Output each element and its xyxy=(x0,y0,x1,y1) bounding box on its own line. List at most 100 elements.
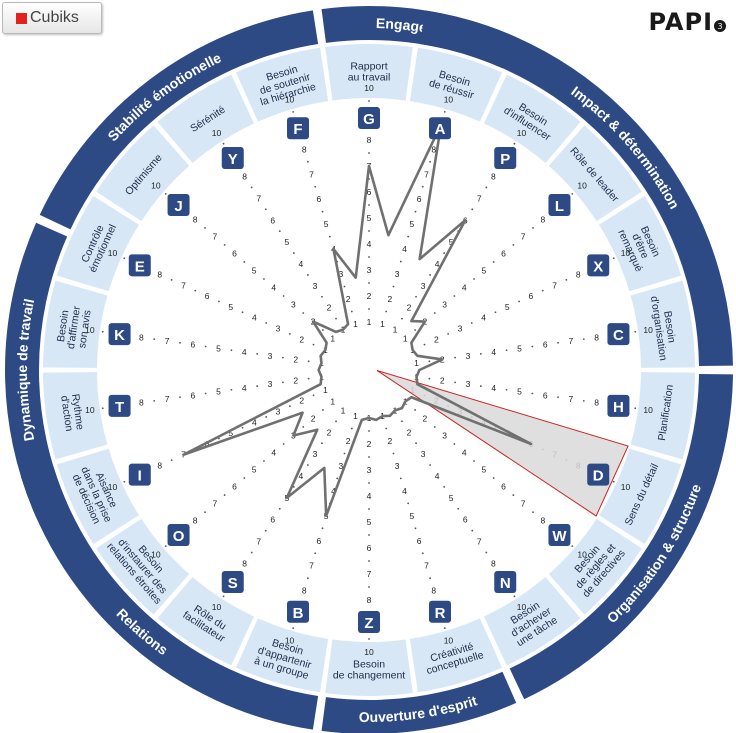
scale-dot xyxy=(179,396,181,399)
badge-b[interactable] xyxy=(287,600,310,623)
scale-dot xyxy=(265,416,268,418)
segment-w[interactable] xyxy=(548,518,642,615)
scale-dot xyxy=(557,396,559,399)
scale-tick-label: 4 xyxy=(299,259,304,269)
scale-dot xyxy=(368,430,370,432)
scale-dot xyxy=(312,343,315,346)
scale-tick-label: 3 xyxy=(338,461,343,471)
segment-label: son avis xyxy=(76,309,93,349)
scale-dot xyxy=(407,235,410,238)
scale-tick-label: 7 xyxy=(181,280,186,290)
badge-c[interactable] xyxy=(607,323,630,346)
segment-i[interactable] xyxy=(56,448,140,545)
scale-tick-label: 6 xyxy=(417,194,422,204)
segment-t[interactable] xyxy=(43,372,108,460)
scale-dot xyxy=(292,486,295,488)
scale-dot xyxy=(241,311,244,314)
segment-a[interactable] xyxy=(409,47,503,122)
segment-label: Rapport xyxy=(350,61,387,73)
badge-w[interactable] xyxy=(548,524,571,547)
scale-tick-label: 2 xyxy=(367,291,372,301)
scale-dot xyxy=(343,285,346,288)
badge-e[interactable] xyxy=(128,254,151,277)
scale-dot xyxy=(531,345,534,348)
scale-dot xyxy=(264,208,267,211)
badge-i[interactable] xyxy=(128,463,151,486)
scale-tick-label: 4 xyxy=(462,448,467,458)
badge-a[interactable] xyxy=(428,117,451,140)
scale-tick-label: 3 xyxy=(313,449,318,459)
segment-s[interactable] xyxy=(157,576,255,666)
scale-tick-label: 5 xyxy=(228,302,233,312)
cubiks-button[interactable]: Cubiks xyxy=(2,2,102,34)
badge-g[interactable] xyxy=(358,107,380,129)
badge-n[interactable] xyxy=(494,570,517,593)
badge-l[interactable] xyxy=(548,193,571,216)
scale-dot xyxy=(243,477,246,479)
scale-tick-label: 3 xyxy=(466,379,471,389)
badge-r[interactable] xyxy=(428,600,451,623)
scale-dot xyxy=(123,480,126,483)
scale-tick-label: 6 xyxy=(232,248,237,258)
scale-tick-label: 10 xyxy=(108,248,118,258)
segment-g[interactable] xyxy=(325,43,413,101)
segment-d[interactable] xyxy=(598,448,682,545)
badge-letter: D xyxy=(593,468,604,485)
segment-j[interactable] xyxy=(96,125,190,222)
badge-f[interactable] xyxy=(287,117,310,140)
segment-x[interactable] xyxy=(598,195,682,292)
scale-tick-label: 3 xyxy=(442,430,447,440)
badge-d[interactable] xyxy=(587,463,610,486)
segment-k[interactable] xyxy=(43,280,108,368)
segment-o[interactable] xyxy=(96,518,190,615)
scale-dot xyxy=(243,261,246,263)
scale-tick-label: 6 xyxy=(270,215,275,225)
scale-tick-label: 3 xyxy=(458,323,463,333)
scale-tick-label: 7 xyxy=(424,169,429,179)
badge-y[interactable] xyxy=(221,147,244,170)
segment-p[interactable] xyxy=(483,74,581,164)
badge-letter: S xyxy=(228,575,238,592)
scale-tick-label: 10 xyxy=(643,405,653,415)
badge-j[interactable] xyxy=(167,193,190,216)
badge-o[interactable] xyxy=(167,524,190,547)
scale-dot xyxy=(306,160,309,163)
segment-b[interactable] xyxy=(235,618,329,693)
scale-tick-label: 2 xyxy=(440,376,445,386)
badge-x[interactable] xyxy=(587,254,610,277)
segment-n[interactable] xyxy=(483,576,581,666)
segment-e[interactable] xyxy=(56,195,140,292)
scale-dot xyxy=(307,360,310,363)
segment-h[interactable] xyxy=(630,372,695,460)
badge-h[interactable] xyxy=(607,394,630,417)
segment-c[interactable] xyxy=(630,280,695,368)
segment-z[interactable] xyxy=(325,639,413,696)
scale-dot xyxy=(288,405,291,408)
scale-dot xyxy=(512,494,515,496)
segment-f[interactable] xyxy=(235,47,329,122)
scale-dot xyxy=(518,300,520,303)
scale-dot xyxy=(485,551,488,554)
segment-r[interactable] xyxy=(409,618,503,693)
badge-t[interactable] xyxy=(108,394,131,417)
badge-p[interactable] xyxy=(494,147,517,170)
scale-tick-label: 8 xyxy=(491,558,496,568)
scale-dot xyxy=(634,407,637,410)
scale-tick-label: 5 xyxy=(216,343,221,353)
scale-tick-label: 2 xyxy=(311,413,316,423)
scale-tick-label: 10 xyxy=(364,83,374,93)
scale-dot xyxy=(612,257,615,260)
badge-z[interactable] xyxy=(358,611,380,633)
scale-tick-label: 8 xyxy=(139,332,144,342)
segment-y[interactable] xyxy=(157,74,255,164)
scale-tick-label: 7 xyxy=(367,569,372,579)
scale-dot xyxy=(415,442,417,445)
scale-tick-label: 10 xyxy=(151,180,161,190)
scale-tick-label: 3 xyxy=(421,449,426,459)
scale-tick-label: 7 xyxy=(521,499,526,509)
badge-s[interactable] xyxy=(221,570,244,593)
scale-dot xyxy=(263,278,265,280)
badge-k[interactable] xyxy=(108,323,131,346)
segment-l[interactable] xyxy=(548,125,642,222)
